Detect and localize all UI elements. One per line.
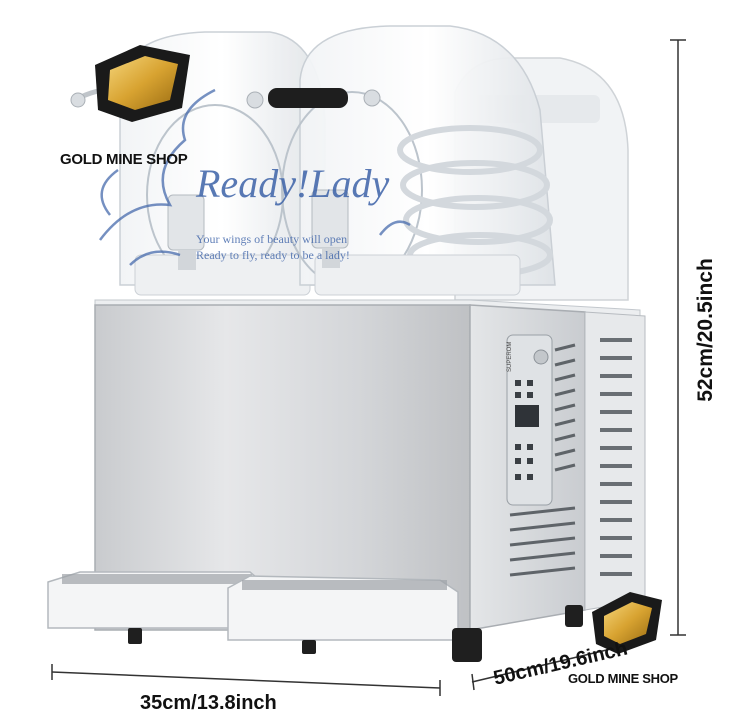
height-dimension-label: 52cm/20.5inch	[694, 258, 717, 402]
watermark-tagline-2: Ready to fly, ready to be a lady!	[196, 248, 350, 262]
watermark-flourish	[99, 88, 411, 266]
left-tap	[167, 194, 205, 270]
right-handle	[246, 88, 381, 109]
right-drip-tray	[227, 575, 459, 641]
control-panel-brand: SUPEROM	[507, 342, 513, 372]
right-tap	[311, 189, 349, 268]
side-vent-grille	[509, 343, 576, 577]
watermark-tagline-1: Your wings of beauty will open	[196, 232, 348, 246]
shop-name-bottom: GOLD MINE SHOP	[568, 671, 678, 686]
shop-name-top: GOLD MINE SHOP	[60, 151, 188, 168]
machine-feet	[128, 605, 583, 662]
gold-bar-icon-bottom	[592, 592, 662, 654]
width-dimension-line	[51, 664, 441, 696]
control-panel: SUPEROM	[506, 334, 553, 506]
rear-vent-grille	[600, 338, 632, 576]
watermark-title: Ready!Lady	[196, 161, 390, 206]
depth-dimension-line	[471, 647, 616, 691]
width-dimension-label: 35cm/13.8inch	[140, 692, 277, 714]
gold-bar-icon-top	[95, 45, 190, 122]
height-dimension-line	[670, 39, 686, 636]
right-bowl	[281, 25, 556, 296]
